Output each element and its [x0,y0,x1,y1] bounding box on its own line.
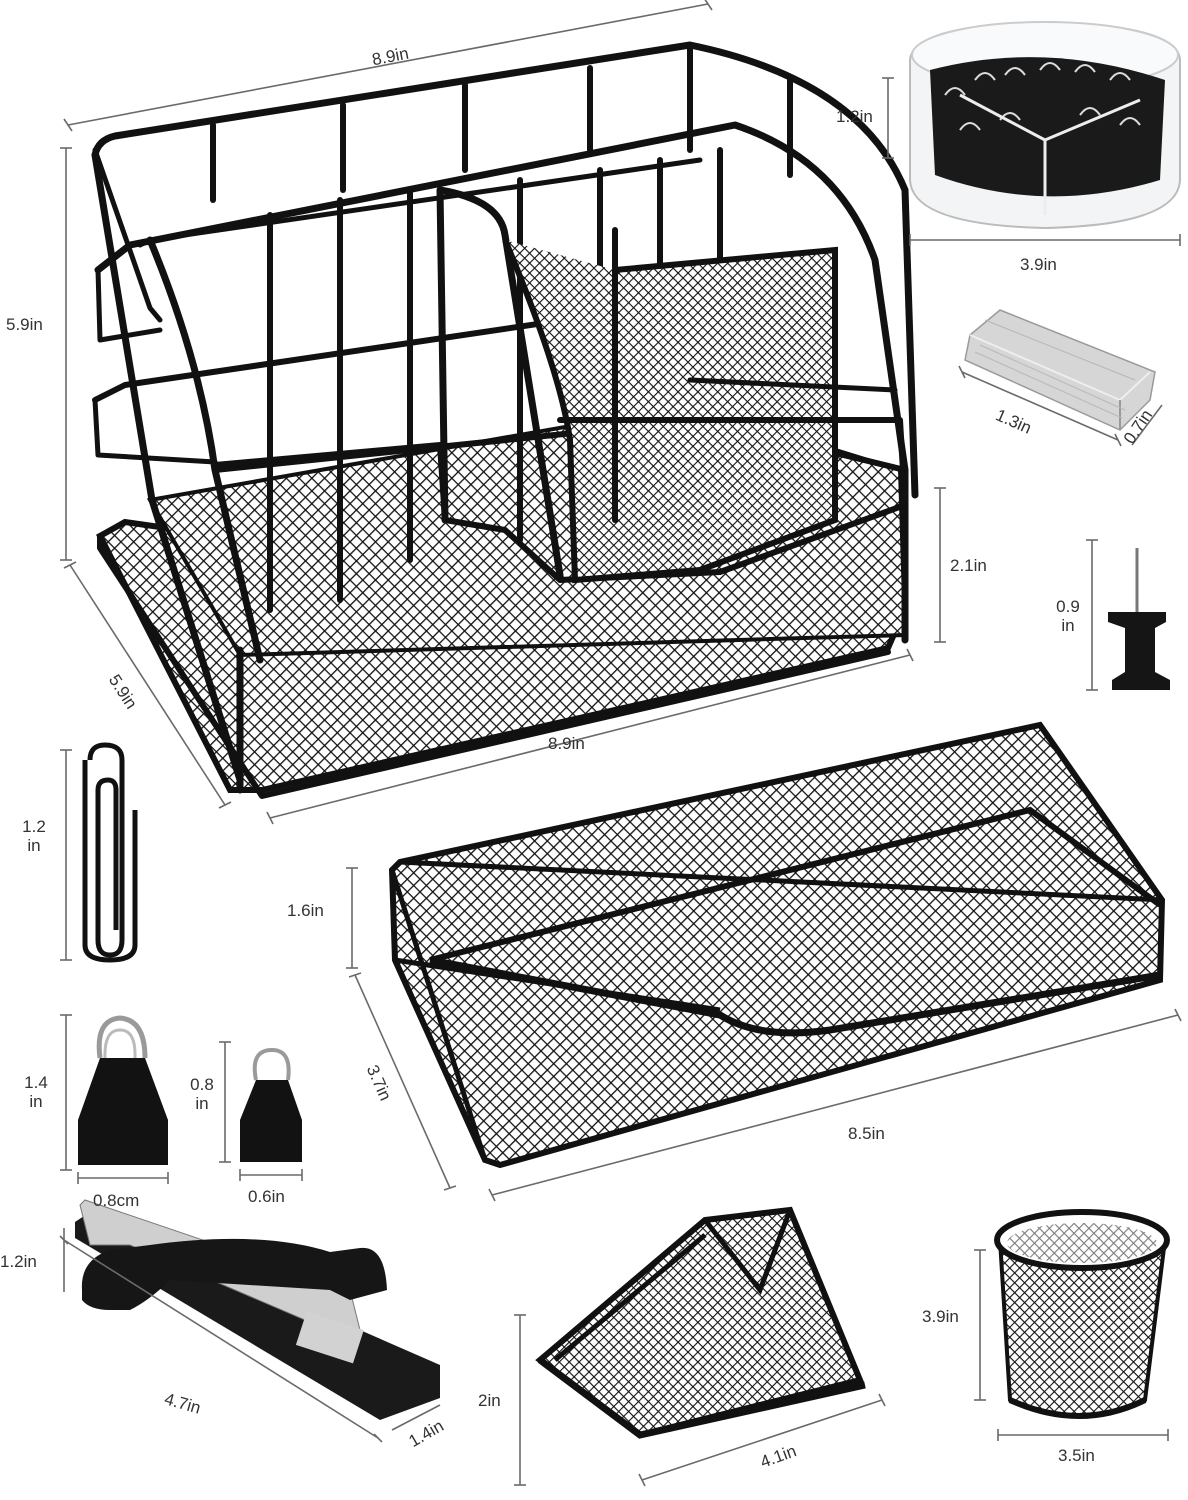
pen-cup-height-label: 3.9in [922,1307,959,1326]
small-binder-clip-width-label: 0.6in [248,1187,285,1206]
paper-clip-length-label: 1.2 in [22,817,46,855]
dimension-lines [59,0,1182,1487]
mesh-drawer [388,721,1166,1169]
large-binder-clip-width-label: 0.8cm [93,1191,140,1210]
stapler-height-label: 1.2in [0,1252,37,1271]
large-binder-clip-height-label: 1.4 in [24,1073,48,1111]
paper-clip [82,742,138,963]
clip-box-diameter-label: 3.9in [1020,255,1057,274]
pen-cup [994,1209,1170,1419]
stapler [75,1199,440,1420]
organizer-base-width-label: 8.9in [548,734,585,753]
pen-cup-diameter-label: 3.5in [1058,1446,1095,1465]
staples [964,309,1156,431]
organizer-height-label: 5.9in [6,315,43,334]
small-binder-clip-height-label: 0.8 in [190,1075,214,1113]
business-card-holder [535,1206,866,1439]
organizer-drawer-height-label: 2.1in [950,556,987,575]
push-pin [1108,548,1170,690]
large-binder-clip [78,1015,168,1165]
small-binder-clip [240,1047,302,1162]
binder-clip-box [909,20,1181,230]
push-pin-height-label: 0.9 in [1056,597,1080,635]
desk-organizer [91,41,919,799]
mesh-drawer-height-label: 1.6in [287,901,324,920]
mesh-drawer-width-label: 8.5in [848,1124,885,1143]
card-holder-height-label: 2in [478,1391,501,1410]
clip-box-height-label: 1.2in [836,107,873,126]
